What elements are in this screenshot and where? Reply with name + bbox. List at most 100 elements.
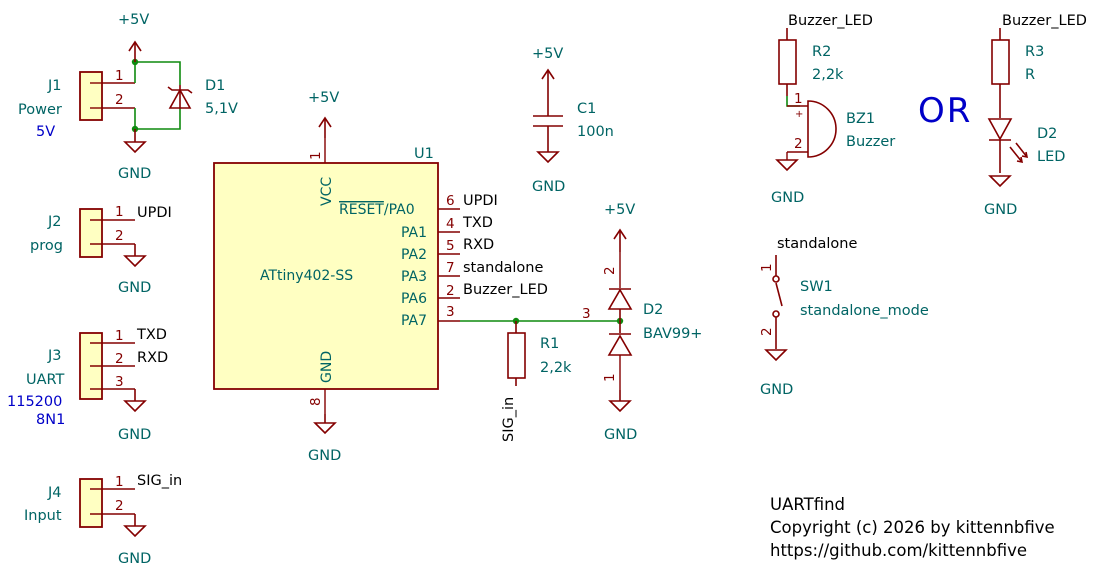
vcc-label: +5V	[118, 12, 149, 28]
svg-text:+5V: +5V	[532, 46, 563, 62]
svg-text:+5V: +5V	[604, 202, 635, 218]
resistor-r1[interactable]: R1 2,2k SIG_in	[501, 321, 572, 442]
gnd-symbol: GND	[771, 159, 804, 206]
j1-value: Power	[18, 102, 62, 118]
svg-text:3: 3	[446, 304, 455, 320]
j2-ref: J2	[47, 214, 62, 230]
svg-text:2: 2	[794, 136, 803, 152]
r3-net: Buzzer_LED	[1002, 13, 1087, 29]
svg-text:3: 3	[582, 306, 591, 322]
svg-text:GND: GND	[760, 382, 793, 398]
connector-j1[interactable]: J1 Power 5V 1 2	[18, 68, 135, 140]
svg-text:+: +	[795, 109, 803, 120]
j2-pin1: 1	[115, 204, 124, 220]
r2-ref: R2	[812, 44, 831, 60]
u1-ref: U1	[414, 146, 434, 162]
r3-ref: R3	[1025, 44, 1044, 60]
diode-pair-d2[interactable]: 2 3 1 D2 BAV99+	[582, 252, 702, 390]
svg-text:8: 8	[308, 397, 324, 406]
sw1-value: standalone_mode	[800, 303, 929, 319]
gnd-symbol: GND	[532, 151, 565, 195]
svg-text:7: 7	[446, 260, 455, 276]
connector-j4[interactable]: J4 Input 1 2 SIG_in	[24, 473, 182, 528]
resistor-r2[interactable]: Buzzer_LED R2 2,2k	[778, 13, 873, 96]
svg-text:1: 1	[115, 328, 124, 344]
bz1-ref: BZ1	[846, 111, 875, 127]
r1-value: 2,2k	[540, 360, 572, 376]
gnd-symbol: GND	[308, 414, 341, 464]
u1-pin-pa6: PA6	[401, 291, 427, 307]
c1-ref: C1	[577, 101, 596, 117]
u1-pin-pa1: PA1	[401, 225, 427, 241]
svg-text:GND: GND	[118, 427, 151, 443]
j3-net-txd: TXD	[136, 327, 167, 343]
svg-text:GND: GND	[118, 551, 151, 567]
j3-net-rxd: RXD	[137, 350, 168, 366]
gnd-symbol: GND	[604, 390, 637, 443]
zener-d1[interactable]: D1 5,1V	[167, 78, 238, 117]
svg-text:1: 1	[602, 373, 618, 382]
u1-pin-reset-pa0: RESET/PA0	[339, 202, 415, 218]
u1-pin-pa2: PA2	[401, 247, 427, 263]
gnd-symbol: GND	[118, 129, 151, 182]
power-symbol-5v: +5V	[532, 46, 563, 92]
j2-net-updi: UPDI	[137, 205, 172, 221]
svg-text:2: 2	[602, 266, 618, 275]
j3-value: UART	[26, 372, 65, 388]
svg-text:2: 2	[115, 351, 124, 367]
net-updi: UPDI	[463, 193, 498, 209]
svg-text:GND: GND	[532, 179, 565, 195]
d2-value: BAV99+	[643, 326, 702, 342]
u1-pin-pa7: PA7	[401, 313, 427, 329]
svg-text:GND: GND	[771, 190, 804, 206]
net-standalone: standalone	[463, 260, 543, 276]
project-url: https://github.com/kittennbfive	[770, 541, 1027, 560]
net-txd: TXD	[462, 215, 493, 231]
sw1-net: standalone	[777, 236, 857, 252]
net-rxd: RXD	[463, 237, 494, 253]
resistor-r3[interactable]: Buzzer_LED R3 R	[991, 13, 1087, 118]
buzzer-bz1[interactable]: 1 + 2 BZ1 Buzzer	[786, 91, 895, 160]
switch-sw1[interactable]: standalone 1 2 SW1 standalone_mode	[759, 236, 929, 349]
r1-net-sig-in: SIG_in	[501, 397, 517, 442]
d1-value: 5,1V	[205, 101, 238, 117]
r2-net: Buzzer_LED	[788, 13, 873, 29]
svg-text:GND: GND	[984, 202, 1017, 218]
j3-note-format: 8N1	[36, 412, 65, 428]
u1-value: ATtiny402-SS	[260, 268, 353, 284]
r1-ref: R1	[540, 336, 559, 352]
d1-ref: D1	[205, 78, 225, 94]
j4-value: Input	[24, 508, 62, 524]
capacitor-c1[interactable]: C1 100n	[533, 92, 614, 152]
svg-text:5: 5	[446, 238, 455, 254]
j1-pin2: 2	[115, 92, 124, 108]
power-symbol-5v: +5V	[604, 202, 635, 252]
led-d2[interactable]: D2 LED	[987, 118, 1065, 173]
svg-text:4: 4	[446, 216, 455, 232]
gnd-label: GND	[118, 166, 151, 182]
svg-text:6: 6	[446, 193, 455, 209]
r2-value: 2,2k	[812, 67, 844, 83]
bz1-value: Buzzer	[846, 134, 895, 150]
j3-note-baud: 115200	[7, 394, 62, 410]
j2-pin2: 2	[115, 228, 124, 244]
net-buzzer-led: Buzzer_LED	[463, 282, 548, 298]
svg-text:2: 2	[115, 498, 124, 514]
gnd-symbol: GND	[760, 349, 793, 398]
svg-text:GND: GND	[308, 448, 341, 464]
connector-j3[interactable]: J3 UART 115200 8N1 1 2 3 TXD RXD	[7, 327, 168, 428]
power-symbol-5v: +5V	[308, 90, 339, 138]
connector-j2[interactable]: J2 prog 1 2 UPDI	[30, 204, 172, 258]
j1-note: 5V	[36, 124, 55, 140]
gnd-symbol: GND	[118, 244, 151, 296]
svg-text:3: 3	[115, 374, 124, 390]
r3-value: R	[1025, 67, 1035, 83]
d2-ref: D2	[643, 302, 663, 318]
d2-led-ref: D2	[1037, 126, 1057, 142]
u1-pin-vcc: VCC	[319, 177, 335, 206]
j3-ref: J3	[47, 348, 62, 364]
gnd-symbol: GND	[118, 389, 151, 443]
ic-u1[interactable]: U1 ATtiny402-SS 1 VCC 8 GND RESET/PA0 PA…	[213, 138, 548, 414]
svg-text:2: 2	[759, 327, 775, 336]
